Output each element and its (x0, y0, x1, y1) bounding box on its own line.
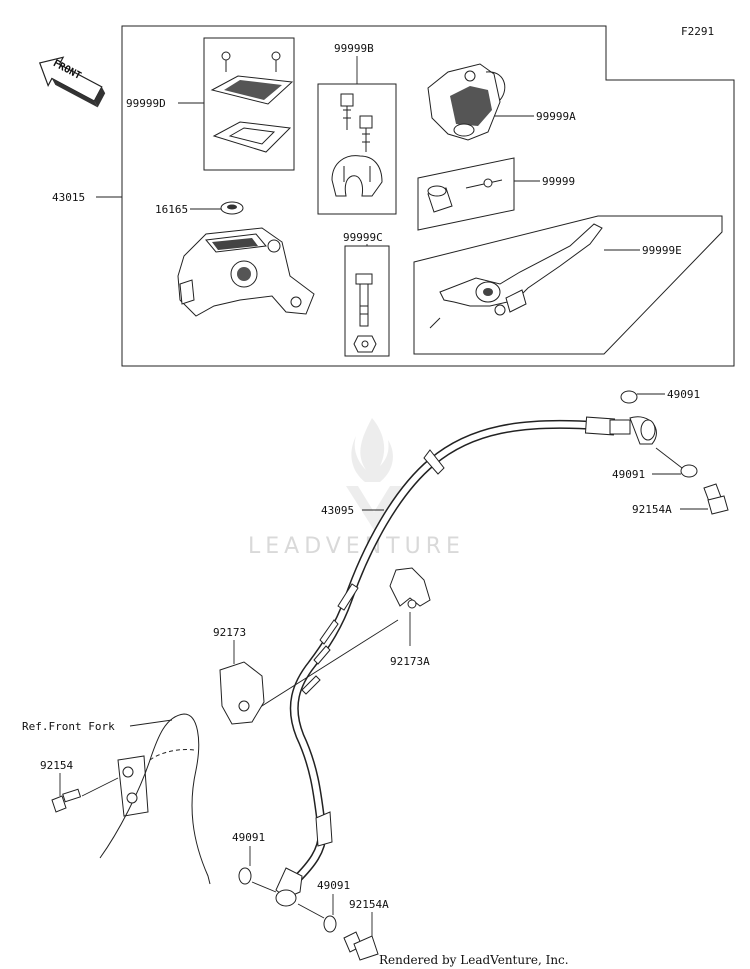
front-arrow-icon (38, 56, 106, 108)
brake-hose-part (275, 416, 657, 907)
callout-16165[interactable]: 16165 (155, 203, 188, 216)
subbox-99999B (317, 83, 397, 215)
washer-49091-top (620, 390, 638, 404)
assembly-box-43015 (121, 25, 735, 367)
callout-99999A[interactable]: 99999A (536, 110, 576, 123)
front-fork-reference (99, 713, 211, 885)
callout-92154A-top[interactable]: 92154A (632, 503, 672, 516)
watermark-logo (346, 418, 402, 530)
subbox-99999D (203, 37, 295, 171)
pushrod-part (427, 178, 503, 213)
callout-49091-mid[interactable]: 49091 (612, 468, 645, 481)
callout-99999[interactable]: 99999 (542, 175, 575, 188)
hose-clamp-92173A (389, 567, 431, 609)
washer-49091-mid (680, 464, 698, 478)
callout-99999C[interactable]: 99999C (343, 231, 383, 244)
subbox-99999 (417, 157, 515, 231)
washer-49091-bottom-right (323, 915, 337, 933)
subbox-99999E (413, 215, 723, 355)
bolt-92154 (51, 788, 82, 813)
reservoir-cap-part (210, 51, 294, 153)
callout-49091-bottom-right[interactable]: 49091 (317, 879, 350, 892)
callout-99999B[interactable]: 99999B (334, 42, 374, 55)
callout-99999E[interactable]: 99999E (642, 244, 682, 257)
banjo-bolt-92154A-bottom (343, 931, 379, 961)
figure-code: F2291 (681, 25, 714, 38)
credit-text: Rendered by LeadVenture, Inc. (379, 953, 569, 967)
bracket-92173 (219, 661, 265, 725)
callout-92154[interactable]: 92154 (40, 759, 73, 772)
clamp-part (331, 93, 383, 197)
lever-bracket-part (427, 63, 506, 141)
callout-92173[interactable]: 92173 (213, 626, 246, 639)
callout-49091-top[interactable]: 49091 (667, 388, 700, 401)
grommet-part (220, 201, 244, 215)
callout-49091-bottom-left[interactable]: 49091 (232, 831, 265, 844)
pivot-bolt-part (353, 273, 377, 353)
callout-43015[interactable]: 43015 (52, 191, 85, 204)
watermark-text: LEADVENTURE (248, 534, 465, 559)
callout-92154A-bottom[interactable]: 92154A (349, 898, 389, 911)
brake-lever-part (429, 223, 603, 329)
banjo-bolt-92154A-top (703, 483, 729, 515)
washer-49091-bottom-left (238, 867, 252, 885)
master-cylinder-body-part (177, 227, 315, 317)
callout-99999D[interactable]: 99999D (126, 97, 166, 110)
callout-43095[interactable]: 43095 (321, 504, 354, 517)
callout-ref-front-fork[interactable]: Ref.Front Fork (22, 720, 115, 733)
callout-92173A[interactable]: 92173A (390, 655, 430, 668)
